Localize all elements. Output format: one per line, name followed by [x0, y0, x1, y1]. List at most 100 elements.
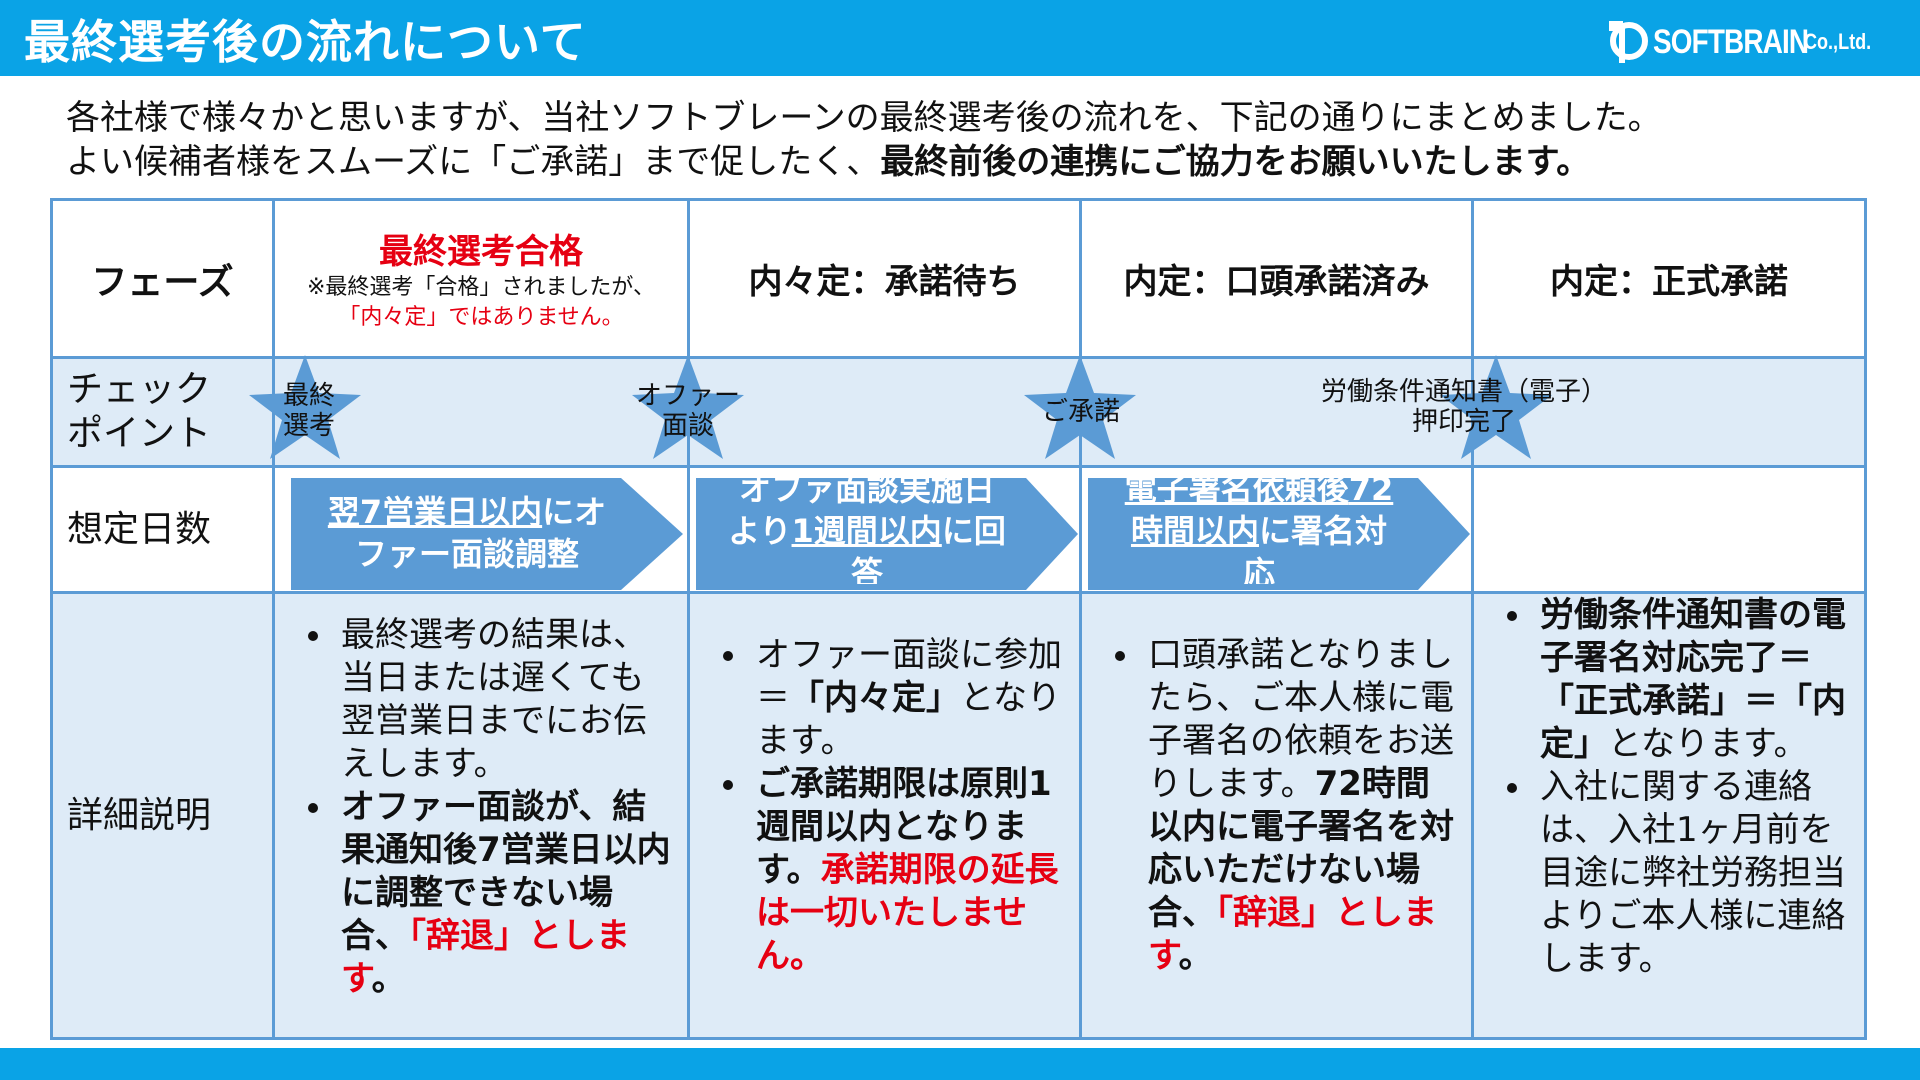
days-label-cell: 想定日数 [50, 465, 275, 594]
detail-2-red: 承諾期限の延長は一切いたしません。 [756, 850, 1059, 976]
list-item: 入社に関する連絡は、入社1ヶ月前を目途に弊社労務担当よりご本人様に連絡します。 [1534, 766, 1850, 981]
checkpoint-cell-4: 労働条件通知書（電子） 押印完了 [1321, 355, 1867, 468]
checkpoint-label-cell: チェック ポイント [50, 356, 275, 468]
checkpoint-cell-3: ご承諾 [1024, 355, 1474, 468]
phase-waiting-cell: 内々定：承諾待ち [687, 198, 1082, 359]
days-2-b: より [728, 512, 792, 550]
days-3-a: 電子署名依頼後 [1124, 478, 1349, 508]
logo-suffix: Co.,Ltd. [1804, 29, 1872, 54]
detail-2-bold-2: ご承諾期限は原則1週間以内となります。 [756, 764, 1052, 890]
list-item: 労働条件通知書の電子署名対応完了＝「正式承諾」＝「内定」となります。 [1534, 594, 1850, 766]
phase-final-note-2: 「内々定」ではありません。 [338, 305, 624, 330]
detail-cell-4: 労働条件通知書の電子署名対応完了＝「正式承諾」＝「内定」となります。 入社に関す… [1471, 591, 1867, 1040]
list-item: 最終選考の結果は、当日または遅くても翌営業日までにお伝えします。 [335, 614, 673, 786]
star-icon [632, 355, 744, 459]
softbrain-logo-icon [1608, 21, 1648, 63]
list-item: オファー面談に参加＝「内々定」となります。 [750, 634, 1065, 763]
detail-list-1: 最終選考の結果は、当日または遅くても翌営業日までにお伝えします。 オファー面談が… [285, 614, 673, 1001]
days-text-1: 翌7営業日以内にオファー面談調整 [297, 480, 637, 586]
days-row: 想定日数 翌7営業日以内にオファー面談調整 オファ面談実施日より1週間以内に回答… [50, 465, 1867, 594]
checkpoint-cell-2: オファー 面談 [632, 355, 1082, 468]
arrow-shape [1088, 478, 1470, 590]
intro-text: 各社様で様々かと思いますが、当社ソフトブレーンの最終選考後の流れを、下記の通りに… [66, 96, 1662, 184]
detail-4-end: となります。 [1608, 724, 1808, 764]
detail-list-3: 口頭承諾となりましたら、ご本人様に電子署名の依頼をお送りします。72時間以内に電… [1092, 634, 1457, 978]
days-2-c: に回 [941, 512, 1006, 550]
list-item: オファー面談が、結果通知後7営業日以内に調整できない場合、「辞退」とします。 [335, 786, 673, 1001]
detail-2-bold: 「内々定」 [790, 678, 960, 718]
detail-list-2: オファー面談に参加＝「内々定」となります。 ご承諾期限は原則1週間以内となります… [700, 634, 1065, 978]
detail-row: 詳細説明 最終選考の結果は、当日または遅くても翌営業日までにお伝えします。 オフ… [50, 591, 1867, 1040]
days-text-3: 電子署名依頼後72 時間以内に署名対応 [1094, 478, 1424, 584]
days-cell-4-empty [1471, 465, 1867, 594]
page-title: 最終選考後の流れについて [24, 15, 587, 69]
detail-1-bold: オファー面談が、結果通知後7営業日以内に調整できない場合、 [341, 787, 671, 956]
phase-final-pass-cell: 最終選考合格 ※最終選考「合格」されましたが、 「内々定」ではありません。 [272, 198, 690, 359]
arrow-shape [291, 478, 683, 590]
checkpoint-offer-meeting: オファー 面談 [634, 381, 742, 441]
detail-2-a: オファー面談に参加＝ [756, 635, 1062, 718]
checkpoint-labor-notice: 労働条件通知書（電子） 押印完了 [1314, 377, 1614, 437]
logo-brand: SOFTBRAIN [1652, 22, 1809, 61]
phase-verbal: 内定：口頭承諾済み [1123, 262, 1430, 302]
detail-1-red: 「辞退」とします [341, 916, 630, 999]
detail-cell-3: 口頭承諾となりましたら、ご本人様に電子署名の依頼をお送りします。72時間以内に電… [1079, 591, 1474, 1040]
detail-3-bold: 72時間以内に電子署名を対応いただけない場合、 [1148, 764, 1454, 933]
phase-label: フェーズ [91, 261, 234, 303]
days-3-underlined-2: 時間以内 [1130, 512, 1259, 550]
star-icon [1440, 355, 1552, 459]
phase-final-note-1: ※最終選考「合格」されましたが、 [307, 275, 655, 300]
days-cell-2: オファ面談実施日より1週間以内に回答 [687, 465, 1082, 594]
intro-line-1: 各社様で様々かと思いますが、当社ソフトブレーンの最終選考後の流れを、下記の通りに… [66, 98, 1662, 138]
list-item: 口頭承諾となりましたら、ご本人様に電子署名の依頼をお送りします。72時間以内に電… [1142, 634, 1457, 978]
phase-formal-cell: 内定：正式承諾 [1471, 198, 1867, 359]
days-2-a: オファ面談実施日 [738, 478, 995, 508]
detail-2-b: となります。 [756, 678, 1061, 761]
detail-4-bold: 労働条件通知書の電子署名対応完了＝「正式承諾」＝「内定」 [1540, 595, 1846, 764]
intro-line-2-normal: よい候補者様をスムーズに「ご承諾」まで促したく、 [66, 142, 881, 182]
days-2-d: 答 [850, 554, 883, 584]
intro-line-2: よい候補者様をスムーズに「ご承諾」まで促したく、最終前後の連携にご協力をお願いい… [66, 140, 1662, 184]
checkpoint-final-b: 選考 [283, 411, 336, 441]
softbrain-logo: SOFTBRAIN Co.,Ltd. [1605, 14, 1886, 70]
checkpoint-labor-a: 労働条件通知書（電子） [1320, 377, 1607, 407]
phase-verbal-cell: 内定：口頭承諾済み [1079, 198, 1474, 359]
arrow-shape [696, 478, 1078, 590]
checkpoint-final-selection: 最終 選考 [283, 381, 335, 441]
phase-final-pass: 最終選考合格 [379, 232, 583, 272]
checkpoint-row: チェック ポイント 最終 選考 オファー 面談 ご承諾 [50, 355, 1867, 468]
detail-1-end: 。 [371, 959, 406, 999]
days-cell-3: 電子署名依頼後72 時間以内に署名対応 [1079, 465, 1474, 594]
checkpoint-labor-b: 押印完了 [1411, 407, 1516, 437]
checkpoint-label-1: チェック [67, 369, 212, 410]
days-1-a: にオ [542, 493, 607, 531]
checkpoint-acceptance: ご承諾 [1041, 397, 1120, 427]
phase-waiting: 内々定：承諾待ち [748, 262, 1021, 302]
detail-3-red: 「辞退」とします [1148, 893, 1437, 976]
days-1-underlined: 翌7営業日以内 [327, 493, 543, 531]
days-2-underlined: 1週間以内 [791, 512, 942, 550]
checkpoint-offer-b: 面談 [661, 411, 714, 441]
detail-cell-1: 最終選考の結果は、当日または遅くても翌営業日までにお伝えします。 オファー面談が… [272, 591, 690, 1040]
phase-formal: 内定：正式承諾 [1550, 262, 1788, 302]
detail-label: 詳細説明 [67, 794, 212, 836]
star-icon [249, 355, 361, 459]
header-bar: 最終選考後の流れについて SOFTBRAIN Co.,Ltd. [0, 0, 1920, 76]
phase-label-cell: フェーズ [50, 198, 275, 359]
detail-3-a: 口頭承諾となりましたら、ご本人様に電子署名の依頼をお送りします。 [1148, 635, 1454, 804]
detail-label-cell: 詳細説明 [50, 591, 275, 1040]
checkpoint-label-2: ポイント [67, 413, 212, 454]
days-3-c: 応 [1242, 554, 1275, 584]
days-cell-1: 翌7営業日以内にオファー面談調整 [272, 465, 690, 594]
days-3-b: に署名対 [1258, 512, 1387, 550]
detail-cell-2: オファー面談に参加＝「内々定」となります。 ご承諾期限は原則1週間以内となります… [687, 591, 1082, 1040]
process-table: フェーズ 最終選考合格 ※最終選考「合格」されましたが、 「内々定」ではありませ… [50, 198, 1867, 1040]
checkpoint-final-a: 最終 [283, 381, 336, 411]
star-icon [1024, 355, 1136, 459]
detail-3-end: 。 [1178, 936, 1213, 976]
phase-row: フェーズ 最終選考合格 ※最終選考「合格」されましたが、 「内々定」ではありませ… [50, 198, 1867, 359]
footer-bar [0, 1048, 1920, 1080]
list-item: ご承諾期限は原則1週間以内となります。承諾期限の延長は一切いたしません。 [750, 763, 1065, 978]
days-3-underlined-1: 72 [1348, 478, 1394, 508]
days-text-2: オファ面談実施日より1週間以内に回答 [702, 478, 1032, 584]
